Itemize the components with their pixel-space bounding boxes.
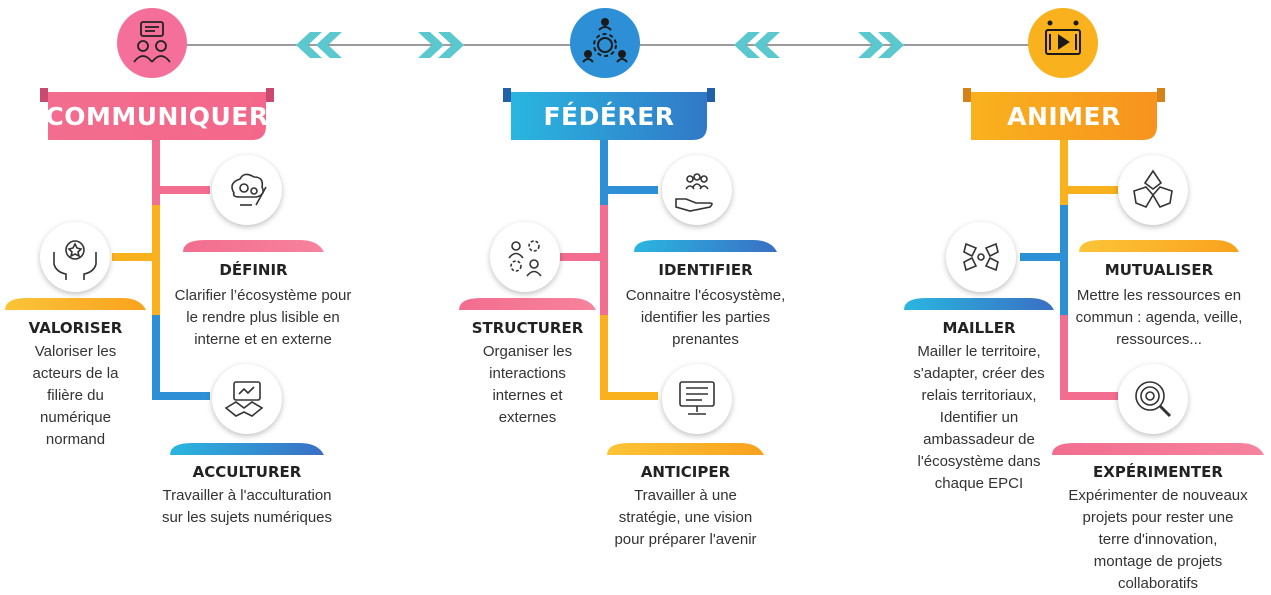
bar-mailler [904,298,1054,310]
column-title: FÉDÉRER [543,101,675,131]
banner-communiquer: COMMUNIQUER [45,92,269,140]
target-search-icon [1118,364,1188,434]
award-hands-icon [40,222,110,292]
item-title-anticiper: ANTICIPER [640,463,731,481]
joined-hands-icon [1118,155,1188,225]
bar-experimenter [1052,443,1264,455]
bar-mutualiser [1079,240,1239,252]
item-title-experimenter: EXPÉRIMENTER [1093,463,1223,481]
video-player-icon [1028,8,1098,78]
people-gears-icon [490,222,560,292]
network-hands-icon [946,222,1016,292]
chevrons-left-2 [734,32,780,58]
item-title-valoriser: VALORISER [28,319,123,337]
bar-anticiper [607,443,764,455]
item-desc-mailler: Mailler le territoire,s'adapter, créer d… [913,343,1045,492]
bar-acculturer [170,443,324,455]
item-title-acculturer: ACCULTURER [192,463,302,481]
item-title-identifier: IDENTIFIER [658,261,753,279]
bar-identifier [634,240,777,252]
column-title: COMMUNIQUER [45,101,269,131]
chat-users-icon [117,8,187,78]
banner-animer: ANIMER [971,92,1157,140]
item-title-definir: DÉFINIR [219,261,288,279]
hand-people-icon [662,155,732,225]
idea-gears-icon [212,155,282,225]
bar-definir [183,240,324,252]
item-desc-identifier: Connaitre l'écosystème,identifier les pa… [625,287,786,348]
chevrons-right-2 [858,32,904,58]
chevrons-left-1 [296,32,342,58]
team-gear-icon [570,8,640,78]
item-title-mailler: MAILLER [942,319,1016,337]
monitor-checklist-icon [662,364,732,434]
bar-valoriser [5,298,146,310]
column-title: ANIMER [1007,101,1121,131]
item-title-mutualiser: MUTUALISER [1104,261,1214,279]
chevrons-right-1 [418,32,464,58]
bar-structurer [459,298,596,310]
handshake-board-icon [212,364,282,434]
banner-federer: FÉDÉRER [511,92,707,140]
item-title-structurer: STRUCTURER [471,319,584,337]
